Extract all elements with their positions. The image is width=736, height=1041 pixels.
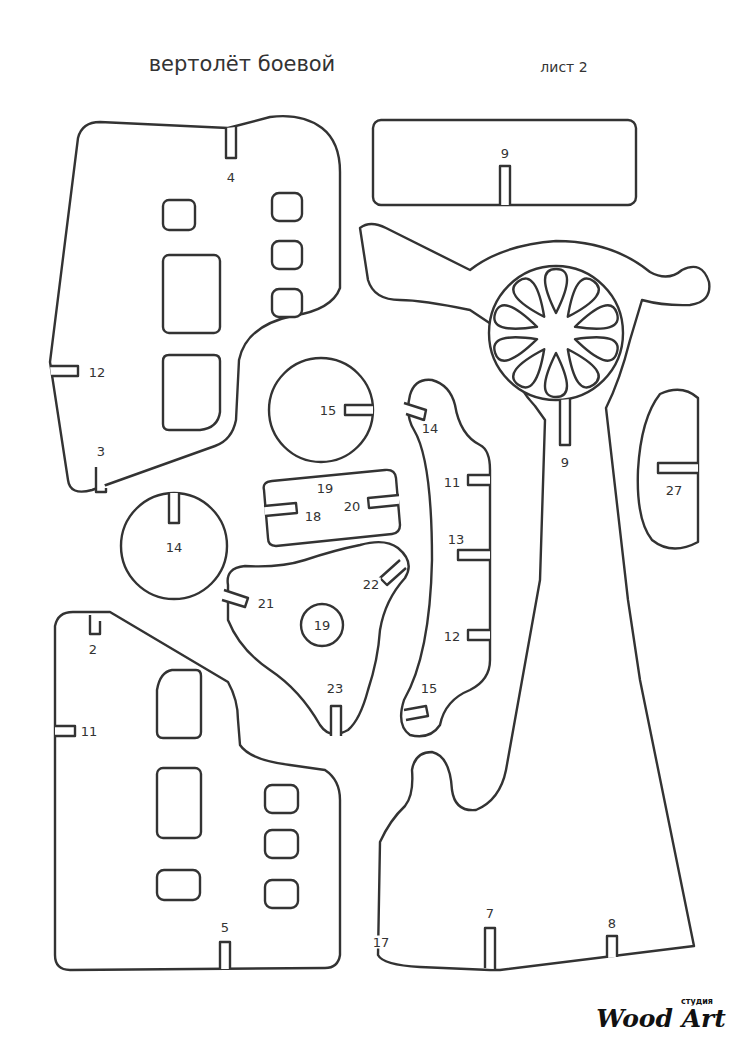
rotor-cutout (513, 278, 544, 316)
callout-number: 21 (257, 597, 276, 610)
callout-number: 8 (607, 917, 617, 930)
rotor-cutout (545, 353, 567, 397)
callout-number: 23 (326, 682, 345, 695)
callout-number: 12 (88, 366, 107, 379)
callout-number: 19 (316, 482, 335, 495)
rotor-cutout (545, 269, 567, 313)
callout-number: 3 (96, 445, 106, 458)
callout-number: 14 (421, 422, 440, 435)
sheet-title: вертолёт боевой (149, 52, 336, 76)
callout-number: 17 (372, 936, 391, 949)
callout-number: 13 (447, 533, 466, 546)
callout-number: 15 (319, 404, 338, 417)
callout-number: 15 (420, 682, 439, 695)
callout-number: 7 (485, 907, 495, 920)
callout-number: 11 (80, 725, 99, 738)
rotor-cutout (568, 349, 599, 387)
rotor-cutout (494, 337, 537, 360)
callout-number: 9 (500, 147, 510, 160)
brand-watermark: Wood Art (595, 1006, 727, 1031)
callout-number: 2 (88, 643, 98, 656)
callout-number: 27 (665, 484, 684, 497)
callout-number: 12 (443, 630, 462, 643)
callout-number: 14 (165, 541, 184, 554)
callout-number: 20 (343, 500, 362, 513)
sheet-number: лист 2 (539, 60, 588, 74)
callout-number: 9 (560, 456, 570, 469)
callout-number: 18 (304, 510, 323, 523)
rotor-cutout (575, 305, 618, 328)
callout-number: 19 (313, 619, 332, 632)
callout-number: 5 (220, 921, 230, 934)
callout-number: 11 (443, 476, 462, 489)
callout-number: 22 (362, 578, 381, 591)
callout-number: 4 (226, 171, 236, 184)
